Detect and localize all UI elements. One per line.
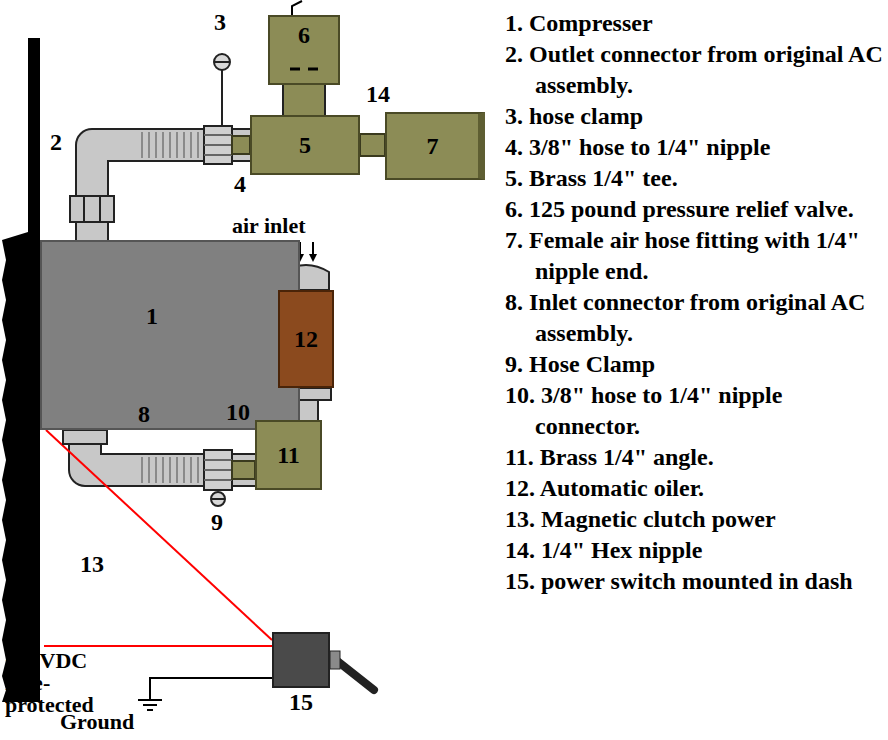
callout-number: 8 bbox=[138, 400, 150, 428]
brass-tee: 5 bbox=[250, 115, 360, 175]
clutch-wire bbox=[46, 430, 272, 640]
callout-number: 1 bbox=[146, 302, 158, 330]
connector-line bbox=[284, 85, 324, 115]
callout-number: 9 bbox=[211, 508, 223, 536]
parts-list-item: 9. Hose Clamp bbox=[505, 349, 883, 380]
parts-list-item: 10. 3/8" hose to 1/4" nipple connector. bbox=[505, 380, 883, 442]
connector-line bbox=[46, 430, 272, 640]
parts-list: 1. Compresser2. Outlet connector from or… bbox=[505, 8, 883, 597]
parts-list-item: 7. Female air hose fitting with 1/4" nip… bbox=[505, 225, 883, 287]
callout-number: 4 bbox=[234, 170, 246, 198]
callout-number: 11 bbox=[277, 441, 300, 469]
pipe-outline bbox=[282, 85, 326, 115]
parts-list-item: 14. 1/4" Hex nipple bbox=[505, 535, 883, 566]
callout-number: 2 bbox=[50, 128, 62, 156]
drive-belt bbox=[2, 38, 40, 702]
parts-list-item: 5. Brass 1/4" tee. bbox=[505, 163, 883, 194]
switch-housing bbox=[272, 632, 330, 688]
callout-number: 13 bbox=[80, 550, 104, 578]
brass-angle: 11 bbox=[255, 420, 322, 490]
compressor-body: 1 bbox=[40, 240, 300, 430]
air-hose-fitting: 7 bbox=[385, 112, 485, 180]
callout-number: 3 bbox=[214, 8, 226, 36]
ground-label: Ground bbox=[60, 708, 134, 736]
callout-number: 5 bbox=[299, 131, 311, 159]
automatic-oiler: 12 bbox=[278, 290, 334, 388]
relief-valve: 6 bbox=[268, 15, 340, 85]
callout-number: 10 bbox=[226, 398, 250, 426]
parts-list-item: 3. hose clamp bbox=[505, 101, 883, 132]
parts-list-item: 13. Magnetic clutch power bbox=[505, 504, 883, 535]
callout-number: 6 bbox=[298, 21, 310, 49]
parts-list-item: 1. Compresser bbox=[505, 8, 883, 39]
parts-list-item: 12. Automatic oiler. bbox=[505, 473, 883, 504]
tee-neck bbox=[304, 85, 305, 115]
power-switch: 15 bbox=[272, 632, 330, 716]
callout-number: 12 bbox=[294, 325, 318, 353]
parts-list-item: 2. Outlet connector from original AC ass… bbox=[505, 39, 883, 101]
parts-list-item: 15. power switch mounted in dash bbox=[505, 566, 883, 597]
upper-fittings bbox=[70, 1, 385, 222]
pipe-outline bbox=[360, 134, 385, 156]
parts-list-item: 11. Brass 1/4" angle. bbox=[505, 442, 883, 473]
parts-list-item: 8. Inlet connector from original AC asse… bbox=[505, 287, 883, 349]
parts-list-item: 4. 3/8" hose to 1/4" nipple bbox=[505, 132, 883, 163]
callout-number: 14 bbox=[366, 80, 390, 108]
inlet-label: air inlet bbox=[232, 212, 306, 240]
callout-number: 7 bbox=[427, 132, 439, 160]
parts-list-item: 6. 125 pound pressure relief valve. bbox=[505, 194, 883, 225]
supply-label: To +12VDC fuse-protected bbox=[5, 628, 105, 716]
callout-number: 15 bbox=[289, 688, 313, 716]
